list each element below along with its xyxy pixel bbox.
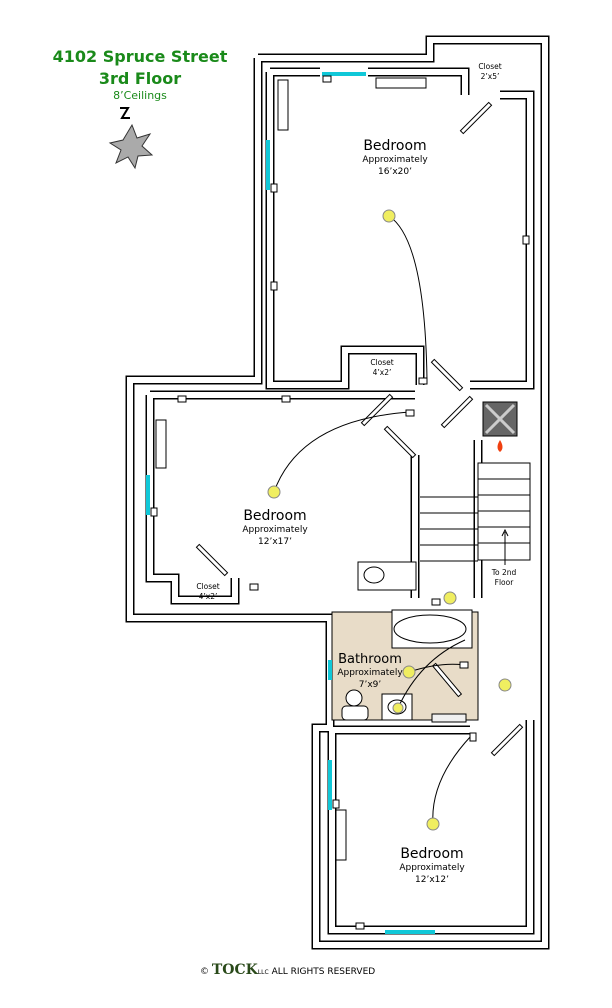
radiators <box>155 77 427 861</box>
outlets <box>150 75 530 930</box>
address-title: 4102 Spruce Street <box>52 47 228 66</box>
furnace-icon <box>482 401 518 452</box>
footer-copyright: © TOCKLLC ALL RIGHTS RESERVED <box>200 962 376 978</box>
ceiling-lights <box>267 209 512 831</box>
stairs <box>420 462 531 565</box>
walls <box>125 35 550 950</box>
ceiling-height: 8’Ceilings <box>113 89 167 102</box>
bathroom-fixtures <box>341 561 473 723</box>
windows <box>146 72 435 934</box>
stairs-label: To 2nd Floor <box>491 568 517 587</box>
doors <box>195 101 524 757</box>
floor-title: 3rd Floor <box>98 69 182 88</box>
compass-north-icon <box>108 107 154 170</box>
tock-logo: TOCK <box>211 962 258 978</box>
